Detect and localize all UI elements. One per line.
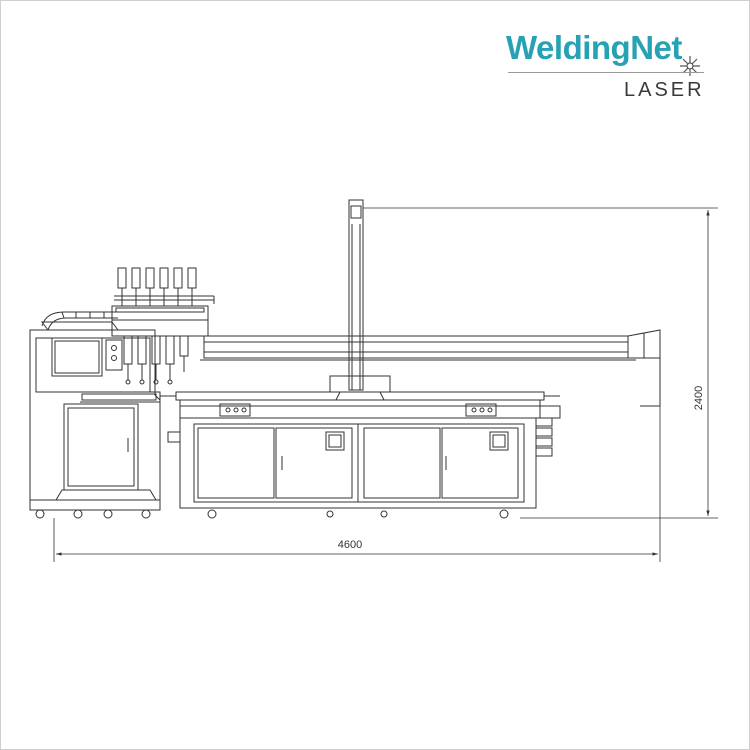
caster-wheel [73,509,83,519]
logo-divider [508,72,704,73]
caster-wheel [35,509,45,519]
control-console [29,321,161,519]
cabinet-door [363,427,441,499]
cable-chain [41,311,118,331]
control-knob [111,345,117,351]
gantry-beam [200,329,661,361]
caster-wheel [207,509,217,519]
leveling-foot [380,510,388,518]
welding-head-block [111,267,215,385]
welding-torch-top [114,267,215,306]
console-cabinet-door [63,403,139,491]
caster-wheel [499,509,509,519]
base-cabinet [179,417,537,519]
caster-wheel [141,509,151,519]
width-dimension-label: 4600 [338,539,362,551]
brand-subtitle: LASER [624,79,705,101]
vent-panel [325,431,345,451]
brand-name: WeldingNet [506,29,682,66]
control-knob [111,355,117,361]
clamp-switch [465,403,497,417]
cabinet-door [275,427,353,499]
cabinet-door [197,427,275,499]
dimension-lines [53,207,718,562]
clamp-switch [219,403,251,417]
welding-nozzle-bottom [123,335,189,385]
cabinet-door [441,427,519,499]
caster-wheel [103,509,113,519]
vent-panel [489,431,509,451]
work-table [160,358,661,457]
height-dimension-label: 2400 [693,386,705,410]
vertical-column [329,199,391,401]
brand-logo: WeldingNet LASER [500,28,715,108]
leveling-foot [326,510,334,518]
hmi-screen [51,337,103,377]
